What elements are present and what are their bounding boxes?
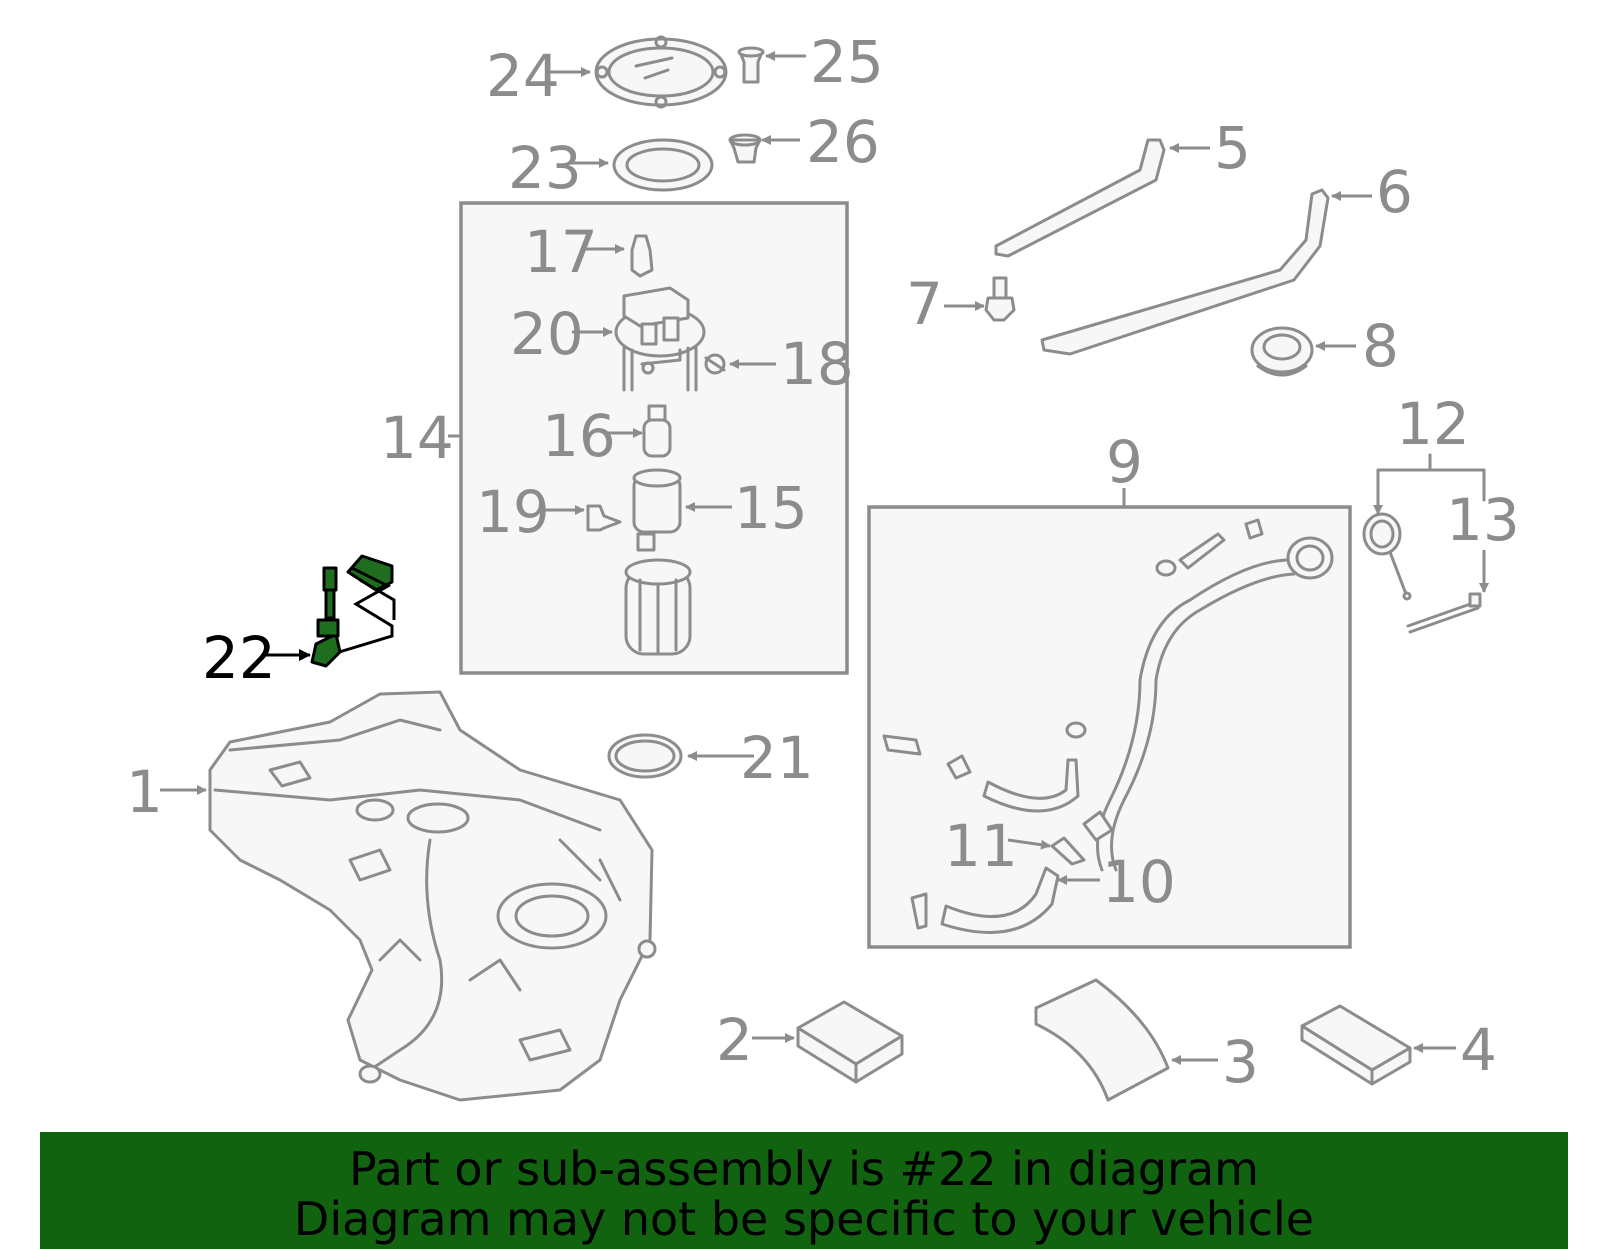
bracket-12-13 <box>1376 453 1486 502</box>
callout-17: 17 <box>524 218 598 286</box>
part-9-filler-neck-assembly <box>882 518 1334 872</box>
callout-13: 13 <box>1446 486 1520 554</box>
part-18-clip <box>704 353 726 375</box>
part-16-pump <box>642 404 672 458</box>
banner-disclaimer: Diagram may not be specific to your vehi… <box>293 1192 1315 1246</box>
part-21-gasket <box>607 733 683 779</box>
part-22-wiring-harness <box>310 554 396 668</box>
callout-26: 26 <box>806 108 880 176</box>
callout-4: 4 <box>1460 1016 1497 1084</box>
callout-15: 15 <box>734 474 808 542</box>
part-7-bolt <box>984 276 1016 322</box>
part-24-cover-plate <box>594 35 728 109</box>
part-8-plug <box>1250 326 1314 377</box>
callout-9: 9 <box>1106 428 1143 496</box>
part-4-pad <box>1300 1004 1412 1086</box>
assembly-box-9 <box>867 505 1352 949</box>
part-23-gasket <box>612 138 714 192</box>
leader-arrows <box>160 51 1489 1065</box>
callout-22: 22 <box>202 624 276 692</box>
part-6-strap <box>1040 188 1330 356</box>
callout-3: 3 <box>1222 1028 1259 1096</box>
part-strainer <box>624 558 692 656</box>
callout-25: 25 <box>810 28 884 96</box>
callout-8: 8 <box>1362 312 1399 380</box>
callout-21: 21 <box>740 724 814 792</box>
part-12-fuel-cap <box>1362 512 1412 601</box>
info-banner: Part or sub-assembly is #22 in diagram D… <box>40 1132 1568 1249</box>
part-2-pad <box>796 1000 904 1084</box>
callout-18: 18 <box>780 330 854 398</box>
callout-10: 10 <box>1102 848 1176 916</box>
callout-14: 14 <box>380 404 454 472</box>
part-1-fuel-tank <box>208 690 657 1102</box>
part-5-strap <box>994 138 1166 258</box>
callout-19: 19 <box>476 478 550 546</box>
banner-part-note: Part or sub-assembly is #22 in diagram <box>349 1142 1259 1196</box>
callout-6: 6 <box>1376 158 1413 226</box>
callout-1: 1 <box>126 758 163 826</box>
callout-11: 11 <box>944 812 1018 880</box>
part-13-tether <box>1406 592 1482 634</box>
part-26-grommet <box>728 133 762 164</box>
callout-23: 23 <box>508 134 582 202</box>
callout-16: 16 <box>542 402 616 470</box>
callout-12: 12 <box>1396 390 1470 458</box>
part-11-clip <box>1050 836 1086 866</box>
callout-2: 2 <box>716 1006 753 1074</box>
callout-5: 5 <box>1214 114 1251 182</box>
part-10-hose <box>910 866 1060 934</box>
part-19-screw <box>586 504 622 532</box>
part-15-filter <box>632 468 682 552</box>
callout-24: 24 <box>486 42 560 110</box>
part-3-pad <box>1034 978 1170 1102</box>
part-17-sensor <box>630 234 654 278</box>
callout-7: 7 <box>906 270 943 338</box>
part-20-pump-module-top <box>614 286 706 392</box>
callout-20: 20 <box>510 300 584 368</box>
part-25-bolt <box>737 46 765 84</box>
